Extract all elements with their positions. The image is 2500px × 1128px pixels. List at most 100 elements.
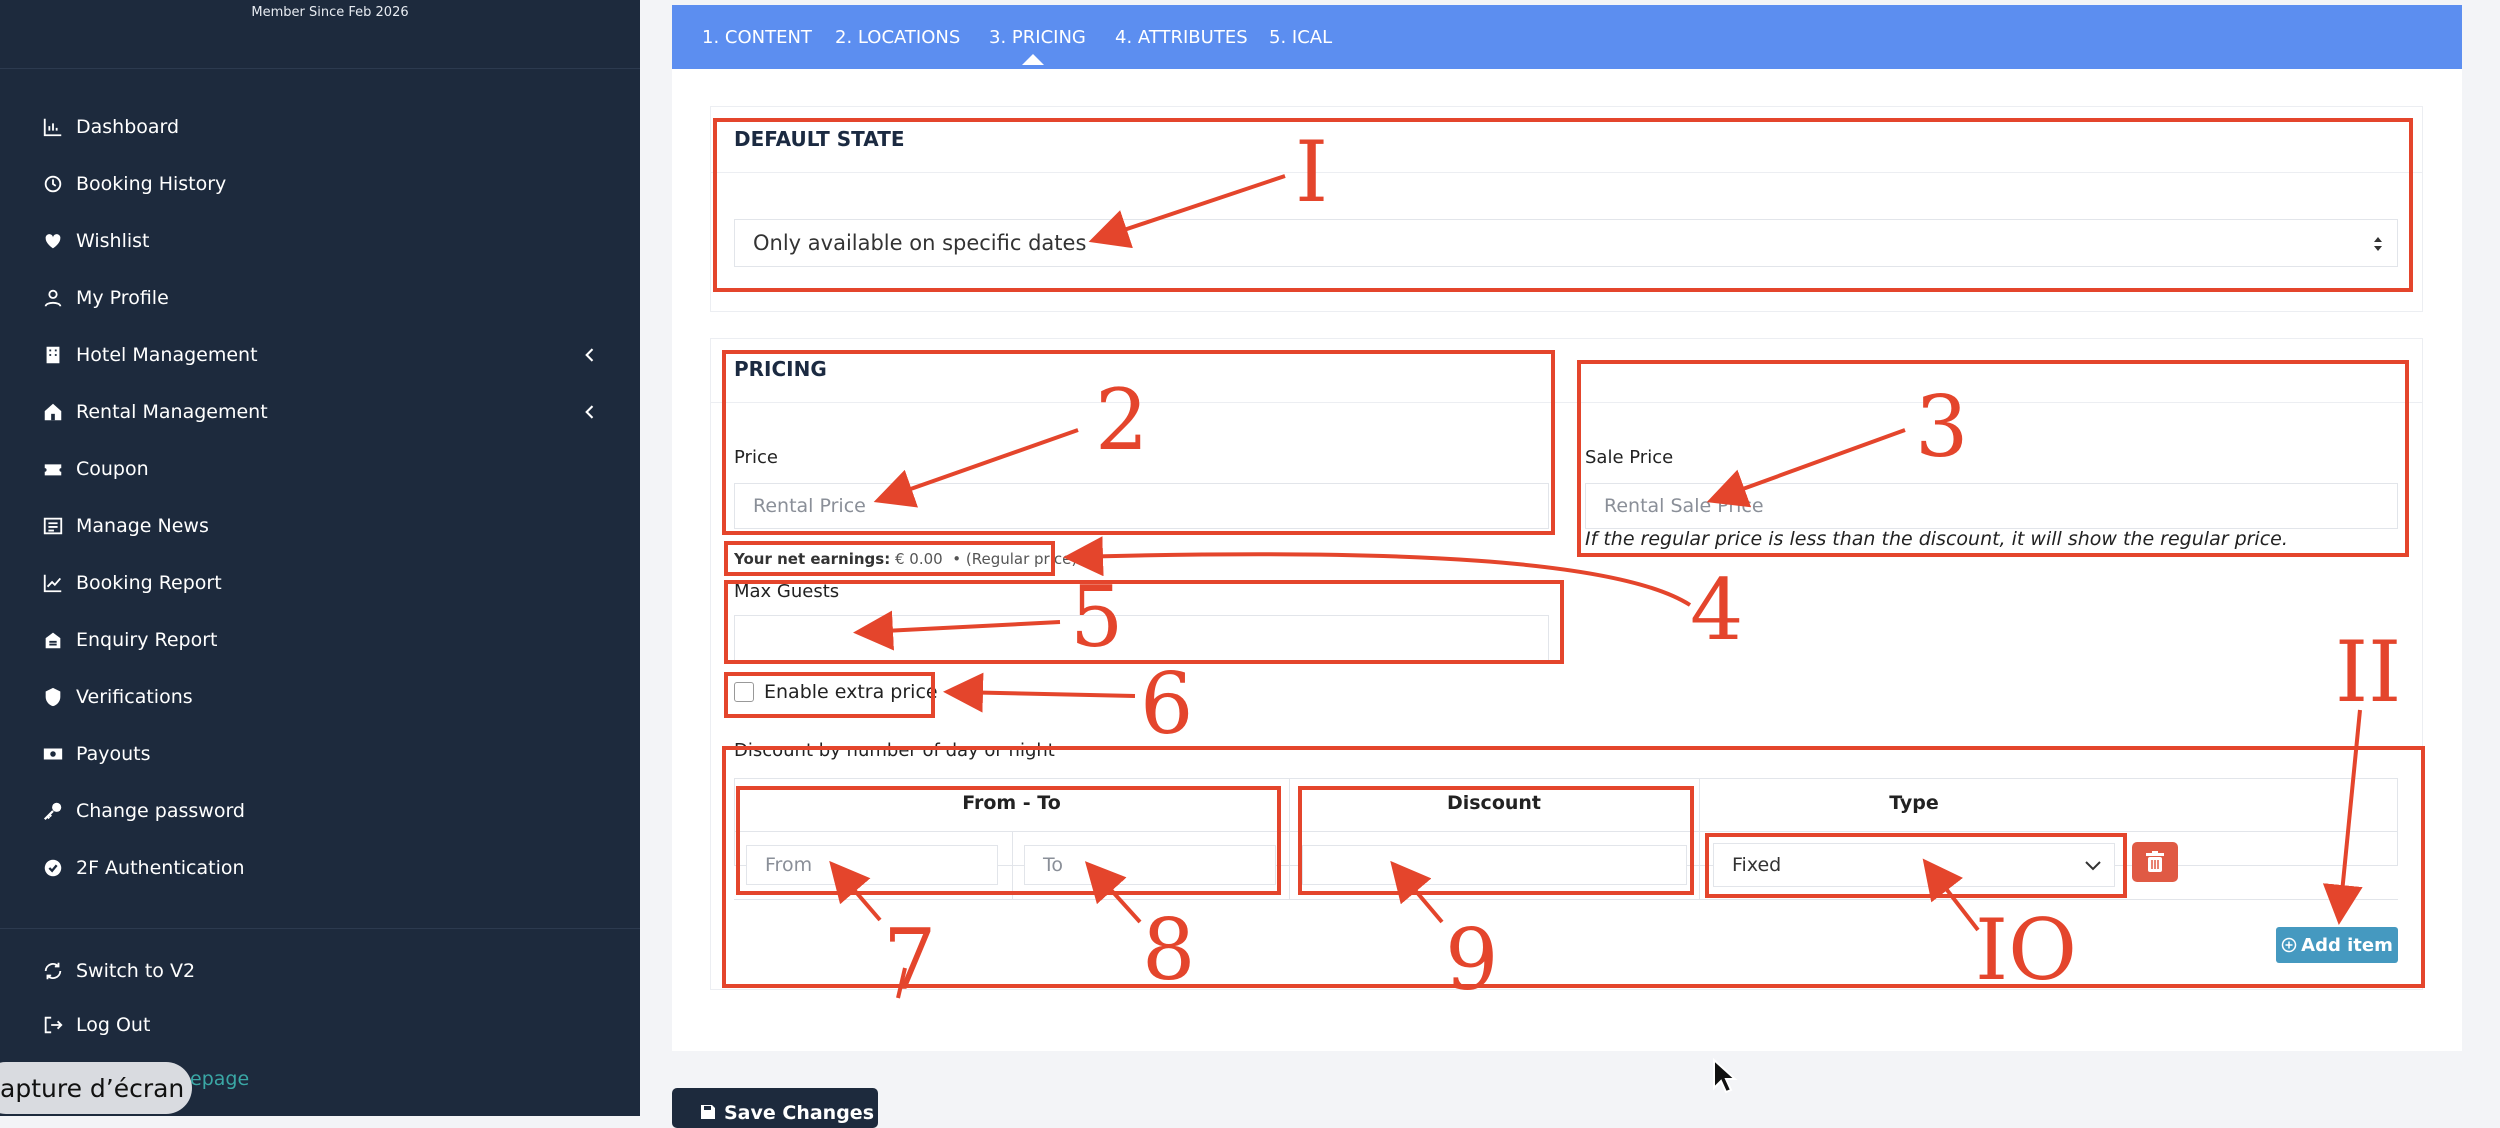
extra-price-checkbox[interactable] [734, 682, 754, 702]
arrow-5 [853, 610, 1061, 651]
logout-label: Log Out [76, 1014, 151, 1036]
sidebar-item-rental-management[interactable]: Rental Management [42, 392, 612, 432]
annotation-box-4 [724, 541, 1055, 576]
type-select[interactable]: Fixed [1713, 843, 2115, 887]
annotation-box-7-8 [736, 786, 1281, 895]
switch-v2-link[interactable]: Switch to V2 [42, 951, 612, 991]
sidebar-item-label: Booking History [76, 173, 227, 195]
default-state-card [710, 106, 2423, 312]
net-earnings-value: € 0.00 [894, 550, 943, 568]
sidebar-item-label: Wishlist [76, 230, 150, 252]
sidebar-item-hotel-management[interactable]: Hotel Management [42, 335, 612, 375]
annotation-box-1 [713, 118, 2413, 292]
sale-price-input[interactable]: Rental Sale Price [1585, 483, 2398, 529]
arrow-11 [2322, 709, 2363, 925]
chevron-left-icon[interactable] [580, 345, 600, 365]
sidebar-item-verifications[interactable]: Verifications [42, 677, 612, 717]
annotation-number: 9 [1445, 911, 1499, 1009]
table-divider [734, 831, 2398, 832]
add-item-label: Add item [2301, 934, 2393, 956]
sidebar-item-change-password[interactable]: Change password [42, 791, 612, 831]
tab-attributes[interactable]: 4. ATTRIBUTES [1115, 27, 1248, 48]
mouse-cursor-icon [1713, 1058, 1738, 1094]
sidebar-item-label: 2F Authentication [76, 857, 245, 879]
annotation-box-5 [724, 580, 1564, 664]
sidebar-divider [0, 928, 640, 929]
table-bottom [734, 899, 2398, 900]
chevron-left-icon[interactable] [580, 402, 600, 422]
active-tab-indicator [1022, 54, 1044, 65]
card-divider [711, 172, 2422, 173]
sidebar-item-enquiry-report[interactable]: Enquiry Report [42, 620, 612, 660]
tab-locations[interactable]: 2. LOCATIONS [835, 27, 961, 48]
tab-ical[interactable]: 5. ICAL [1269, 27, 1333, 48]
building-icon [46, 346, 60, 364]
price-placeholder: Rental Price [753, 495, 866, 517]
annotation-box-discount [722, 746, 2425, 988]
pricing-title: PRICING [734, 357, 827, 381]
type-value: Fixed [1732, 854, 1782, 876]
annotation-number: 6 [1140, 655, 1194, 753]
delete-row-button[interactable] [2132, 842, 2178, 882]
sidebar-item-label: Dashboard [76, 116, 180, 138]
sidebar-item-label: Booking Report [76, 572, 222, 594]
arrow-1 [1088, 174, 1286, 249]
report-icon [45, 632, 61, 649]
net-earnings-suffix: • (Regular price) [952, 550, 1078, 568]
chevron-down-icon [2085, 861, 2101, 871]
tab-pricing[interactable]: 3. PRICING [989, 27, 1086, 48]
tab-content[interactable]: 1. CONTENT [702, 27, 812, 48]
arrow-9 [1390, 860, 1444, 924]
annotation-number: 5 [1070, 568, 1124, 666]
history-icon [44, 175, 62, 193]
member-since: Member Since Feb 2026 [251, 5, 409, 20]
sidebar-item-2f-authentication[interactable]: 2F Authentication [42, 848, 612, 888]
sidebar-item-coupon[interactable]: Coupon [42, 449, 612, 489]
arrow-10 [1922, 858, 1980, 932]
arrow-4 [1063, 536, 1692, 607]
net-earnings: Your net earnings: € 0.00 • (Regular pri… [734, 550, 1077, 568]
sidebar-item-label: Verifications [76, 686, 193, 708]
sidebar-item-my-profile[interactable]: My Profile [42, 278, 612, 318]
sidebar-item-manage-news[interactable]: Manage News [42, 506, 612, 546]
sidebar-item-booking-history[interactable]: Booking History [42, 164, 612, 204]
arrow-8 [1084, 861, 1142, 924]
default-state-select[interactable]: Only available on specific dates [734, 219, 2398, 267]
annotation-tail [896, 967, 907, 999]
news-icon [43, 517, 63, 535]
from-input[interactable]: From [746, 845, 998, 885]
arrow-3 [1706, 428, 1906, 508]
homepage-link[interactable]: epage [190, 1068, 250, 1090]
sidebar-item-booking-report[interactable]: Booking Report [42, 563, 612, 603]
add-item-button[interactable]: Add item [2276, 927, 2398, 963]
sidebar-item-label: Payouts [76, 743, 151, 765]
annotation-number: 7 [883, 911, 937, 1009]
sidebar-item-label: Hotel Management [76, 344, 258, 366]
line-chart-icon [43, 574, 62, 593]
annotation-number: 2 [1095, 371, 1149, 469]
default-state-title: DEFAULT STATE [734, 127, 905, 151]
sidebar-item-dashboard[interactable]: Dashboard [42, 107, 612, 147]
annotation-number: I [1295, 123, 1329, 221]
sidebar-item-payouts[interactable]: Payouts [42, 734, 612, 774]
select-arrows-icon [2374, 237, 2382, 251]
trash-icon [2146, 851, 2164, 872]
plus-circle-icon [2281, 937, 2297, 953]
annotation-number: IO [1975, 901, 2078, 999]
sidebar-item-wishlist[interactable]: Wishlist [42, 221, 612, 261]
arrow-2 [873, 428, 1079, 508]
annotation-number: II [2335, 623, 2402, 721]
sidebar-item-label: Rental Management [76, 401, 268, 423]
logout-icon [44, 1016, 63, 1034]
annotation-number: 3 [1915, 378, 1969, 476]
to-input[interactable]: To [1024, 845, 1276, 885]
sidebar-item-label: My Profile [76, 287, 169, 309]
price-input[interactable]: Rental Price [734, 483, 1549, 529]
shield-icon [45, 687, 61, 707]
annotation-number: 8 [1142, 901, 1196, 999]
discount-input[interactable] [1302, 845, 1687, 885]
max-guests-label: Max Guests [734, 581, 840, 602]
header-from-to: From - To [962, 792, 1061, 814]
logout-link[interactable]: Log Out [42, 1005, 612, 1045]
money-icon [43, 748, 63, 760]
